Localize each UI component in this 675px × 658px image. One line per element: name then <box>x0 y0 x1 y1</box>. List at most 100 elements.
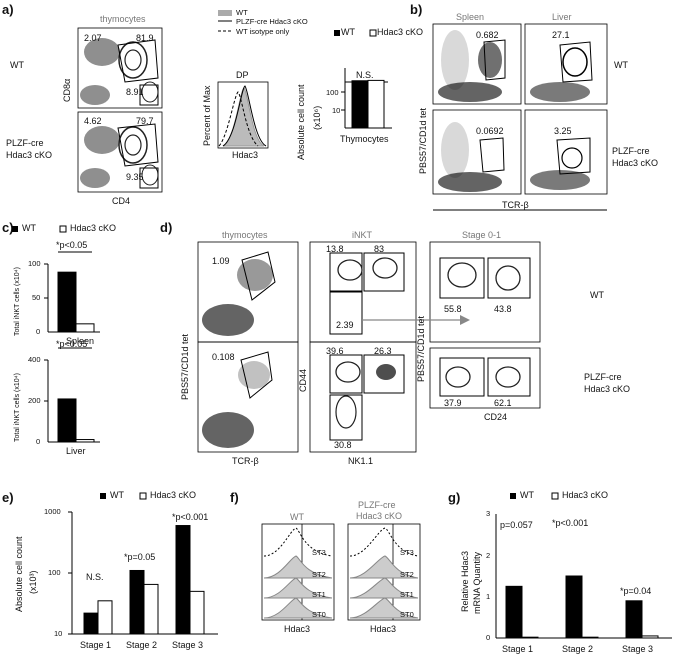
panel-g-tick: 0 <box>486 633 491 642</box>
panel-g-tick: 2 <box>486 551 491 560</box>
panel-b-xaxis: TCR-β <box>502 200 529 210</box>
panel-f-title-wt: WT <box>290 512 304 522</box>
panel-g-bar-wt <box>625 600 643 639</box>
panel-c-liver-bar-cko <box>75 439 95 443</box>
panel-c-legend-cko: Hdac3 cKO <box>70 223 117 233</box>
panel-a-bar-tick: 100 <box>326 88 339 97</box>
panel-d-flow <box>197 241 541 453</box>
panel-c-tick: 0 <box>36 437 41 446</box>
panel-d-xaxis-tcr: TCR-β <box>232 456 259 466</box>
gate-value: 39.6 <box>326 346 344 356</box>
panel-d-row-cko1: PLZF-cre <box>584 372 622 382</box>
gate-value: 2.39 <box>336 320 354 330</box>
panel-c-legend-wt: WT <box>22 223 36 233</box>
panel-c-ylabel-liver: Total iNKT cells (x10⁴) <box>14 372 21 442</box>
panel-e-legend-wt: WT <box>110 490 124 500</box>
panel-d-col-thymocytes: thymocytes <box>222 230 268 240</box>
panel-a-bar-legend-cko: Hdac3 cKO <box>377 27 424 37</box>
panel-f-stage: ST2 <box>312 570 326 579</box>
panel-d-col-inkt: iNKT <box>352 230 372 240</box>
panel-b-flow <box>432 23 608 211</box>
panel-f-stage: ST3 <box>312 548 326 557</box>
panel-b-row-cko1: PLZF-cre <box>612 146 650 156</box>
histogram-legend-isotype: WT isotype only <box>236 27 290 36</box>
panel-c-tick: 100 <box>28 259 41 268</box>
panel-b-col-liver: Liver <box>552 12 572 22</box>
panel-c-liver-bar-wt <box>57 398 77 443</box>
panel-b-letter: b) <box>410 2 423 17</box>
panel-g-bar-cko <box>641 635 659 639</box>
panel-g-tick: 3 <box>486 509 491 518</box>
panel-d-letter: d) <box>160 220 173 235</box>
gate-value: 83 <box>374 244 385 254</box>
panel-f-title-cko2: Hdac3 cKO <box>356 511 403 521</box>
panel-e-sig: *p<0.001 <box>172 512 209 522</box>
panel-d-row-cko2: Hdac3 cKO <box>584 384 631 394</box>
gate-value: 30.8 <box>334 440 352 450</box>
gate-value: 1.09 <box>212 256 230 266</box>
panel-c-tick: 400 <box>28 355 41 364</box>
gate-value: 3.25 <box>554 126 572 136</box>
panel-a-row-cko1: PLZF-cre <box>6 138 44 148</box>
panel-f-letter: f) <box>230 490 239 505</box>
panel-g-sig: *p=0.04 <box>620 586 652 596</box>
gate-value: 0.0692 <box>476 126 504 136</box>
panel-e-tick: 100 <box>48 568 61 577</box>
panel-e-bar-cko <box>143 583 159 635</box>
panel-f-stage: ST1 <box>312 590 326 599</box>
panel-c-tick: 200 <box>28 396 41 405</box>
panel-g-xcat: Stage 2 <box>562 644 594 654</box>
panel-g-letter: g) <box>448 490 461 505</box>
panel-e-yunit: (x10³) <box>28 570 38 594</box>
panel-d-col-stage: Stage 0-1 <box>462 230 502 240</box>
panel-d-xaxis-nk11: NK1.1 <box>348 456 374 466</box>
panel-e-letter: e) <box>2 490 14 505</box>
panel-d-row-wt: WT <box>590 290 604 300</box>
panel-d-yaxis-tet: PBS57/CD1d tet <box>180 333 190 400</box>
panel-a-bar-sig: N.S. <box>356 70 374 80</box>
panel-e-xcat: Stage 3 <box>172 640 204 650</box>
histogram-ylabel: Percent of Max <box>202 85 212 146</box>
panel-g-xcat: Stage 3 <box>622 644 654 654</box>
panel-f-stage: ST1 <box>400 590 414 599</box>
panel-g-ylabel1: Relative Hdac3 <box>460 550 470 612</box>
panel-e-bar-wt <box>175 525 191 635</box>
panel-g-ylabel2: mRNA Quantity <box>472 551 482 614</box>
panel-d-xaxis-cd24: CD24 <box>484 412 508 422</box>
panel-g-xcat: Stage 1 <box>502 644 534 654</box>
gate-value: 4.62 <box>84 116 102 126</box>
panel-a-bar-wt <box>351 80 369 129</box>
panel-e-xcat: Stage 1 <box>80 640 112 650</box>
panel-g-bar-cko <box>581 636 599 639</box>
gate-value: 37.9 <box>444 398 462 408</box>
panel-a-bar-cko <box>367 79 385 129</box>
panel-e-bar-wt <box>83 612 99 635</box>
panel-b-row-wt: WT <box>614 60 628 70</box>
panel-f-stage: ST3 <box>400 548 414 557</box>
panel-b-row-cko2: Hdac3 cKO <box>612 158 659 168</box>
gate-value: 27.1 <box>552 30 570 40</box>
panel-e-tick: 10 <box>54 629 63 638</box>
panel-e-bar-cko <box>189 590 205 635</box>
gate-value: 79.7 <box>136 116 154 126</box>
gate-value: 0.682 <box>476 30 499 40</box>
panel-c-bar-axes <box>12 225 100 443</box>
panel-b-yaxis: PBS57/CD1d tet <box>418 107 428 174</box>
panel-e-ylabel: Absolute cell count <box>14 536 24 612</box>
panel-f-stage: ST2 <box>400 570 414 579</box>
panel-a-xaxis: CD4 <box>112 196 131 206</box>
panel-a-row-cko2: Hdac3 cKO <box>6 150 53 160</box>
panel-a-row-wt: WT <box>10 60 24 70</box>
panel-e-bar-wt <box>129 569 145 635</box>
gate-value: 62.1 <box>494 398 512 408</box>
histogram-xlabel: Hdac3 <box>232 150 259 160</box>
panel-e-tick: 1000 <box>44 507 61 516</box>
panel-a-flow-cko <box>77 111 163 193</box>
panel-f-stage: ST0 <box>312 610 326 619</box>
gate-value: 26.3 <box>374 346 392 356</box>
gate-value: 2.07 <box>84 33 102 43</box>
panel-c-spleen-bar-cko <box>75 323 95 333</box>
panel-g-sig: p=0.057 <box>500 520 533 530</box>
panel-a-bar-xlabel: Thymocytes <box>340 134 389 144</box>
panel-a-histogram <box>217 10 269 149</box>
